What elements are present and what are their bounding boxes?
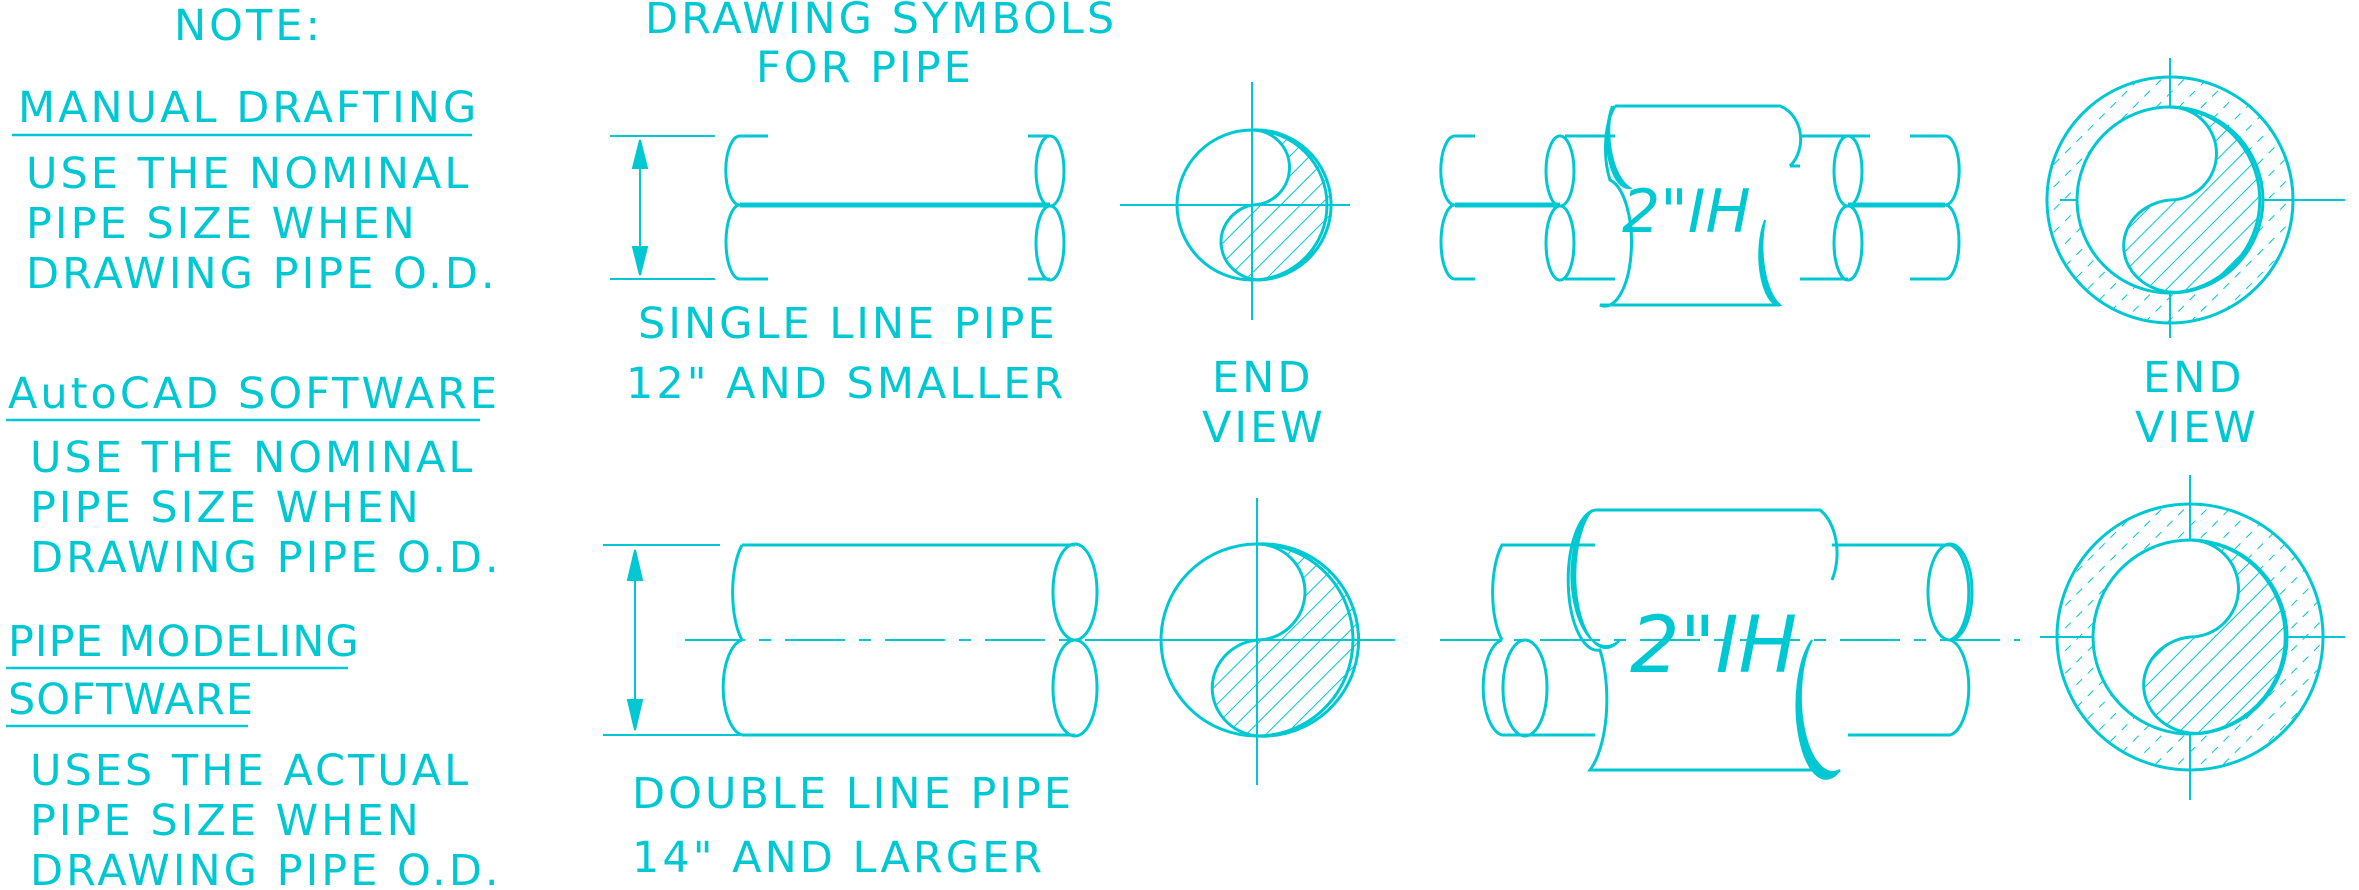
- modeling-heading-2: SOFTWARE: [8, 675, 254, 725]
- double-label-1: DOUBLE LINE PIPE: [632, 769, 1074, 819]
- single-line-pipe: SINGLE LINE PIPE 12" AND SMALLER: [610, 134, 1066, 409]
- autocad-line-3: DRAWING PIPE O.D.: [30, 533, 502, 583]
- modeling-line-1: USES THE ACTUAL: [30, 746, 471, 796]
- manual-line-3: DRAWING PIPE O.D.: [26, 249, 498, 299]
- end-view-1-line-2: VIEW: [1202, 403, 1326, 453]
- autocad-line-2: PIPE SIZE WHEN: [30, 483, 422, 533]
- end-view-top-small: END VIEW: [1120, 82, 1350, 453]
- end-view-top-insulated: END VIEW: [2045, 58, 2345, 453]
- single-line-insulated: 2"IH: [1439, 104, 1961, 308]
- single-label-1: SINGLE LINE PIPE: [638, 299, 1058, 349]
- symbols-title: DRAWING SYMBOLS FOR PIPE: [645, 0, 1117, 93]
- autocad-heading: AutoCAD SOFTWARE: [8, 369, 500, 419]
- note-column: NOTE: MANUAL DRAFTING USE THE NOMINAL PI…: [6, 1, 502, 890]
- double-line-insulated: 2"IH: [1440, 508, 2020, 780]
- end-view-2-line-2: VIEW: [2135, 403, 2259, 453]
- note-title: NOTE:: [174, 1, 323, 51]
- symbols-title-line-2: FOR PIPE: [756, 43, 974, 93]
- symbols-title-line-1: DRAWING SYMBOLS: [645, 0, 1117, 44]
- end-view-2-line-1: END: [2143, 353, 2244, 403]
- manual-heading: MANUAL DRAFTING: [18, 83, 479, 133]
- end-view-bottom-insulated: [2040, 475, 2345, 800]
- modeling-line-3: DRAWING PIPE O.D.: [30, 846, 502, 890]
- manual-line-1: USE THE NOMINAL: [26, 149, 471, 199]
- modeling-line-2: PIPE SIZE WHEN: [30, 796, 422, 846]
- single-label-2: 12" AND SMALLER: [626, 359, 1066, 409]
- callout-top: 2"IH: [1622, 177, 1751, 247]
- modeling-heading-1: PIPE MODELING: [8, 617, 360, 667]
- end-view-bottom-double: [1128, 498, 1395, 785]
- manual-line-2: PIPE SIZE WHEN: [26, 199, 418, 249]
- autocad-line-1: USE THE NOMINAL: [30, 433, 475, 483]
- callout-bottom: 2"IH: [1630, 601, 1797, 691]
- end-view-1-line-1: END: [1212, 353, 1313, 403]
- double-label-2: 14" AND LARGER: [632, 833, 1045, 883]
- double-line-pipe: DOUBLE LINE PIPE 14" AND LARGER: [603, 542, 1150, 883]
